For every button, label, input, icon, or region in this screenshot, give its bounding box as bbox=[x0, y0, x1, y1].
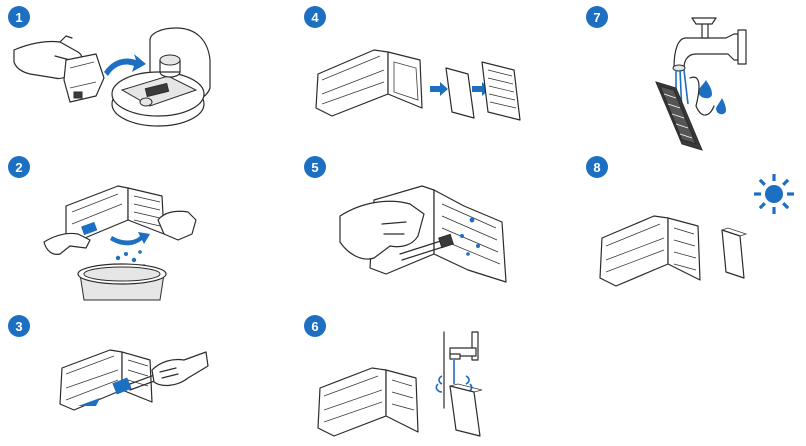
faucet-icon bbox=[443, 331, 479, 409]
step-8: 8 bbox=[578, 150, 806, 300]
sun-icon bbox=[754, 174, 794, 214]
step-4-illustration bbox=[315, 49, 521, 121]
hepa-filter-icon bbox=[481, 61, 521, 121]
step-number-badge: 4 bbox=[304, 6, 326, 28]
curved-arrow-icon bbox=[110, 232, 150, 246]
dust-bin-icon bbox=[65, 185, 165, 241]
water-drop-icon bbox=[689, 76, 726, 116]
step-number-badge: 1 bbox=[8, 6, 30, 28]
hand-icon bbox=[43, 210, 197, 255]
step-1-illustration bbox=[13, 27, 211, 127]
step-8-illustration bbox=[599, 174, 794, 287]
step-6-illustration bbox=[317, 331, 483, 437]
step-5-illustration bbox=[339, 185, 507, 283]
dust-bin-icon bbox=[317, 367, 419, 437]
dust-bin-icon bbox=[63, 53, 105, 103]
dust-bin-icon bbox=[59, 349, 153, 411]
step-2: 2 bbox=[0, 150, 240, 301]
step-number-badge: 6 bbox=[304, 315, 326, 337]
sponge-filter-icon bbox=[721, 227, 748, 279]
hand-icon bbox=[151, 351, 209, 387]
step-1: 1 bbox=[0, 0, 240, 150]
dust-bin-icon bbox=[315, 49, 423, 117]
curved-arrow-icon bbox=[104, 54, 146, 76]
robot-vacuum-icon bbox=[111, 27, 211, 127]
sponge-filter-icon bbox=[449, 383, 483, 437]
step-7: 7 bbox=[578, 0, 806, 151]
brush-icon bbox=[399, 217, 480, 261]
dust-bin-icon bbox=[599, 215, 701, 287]
step-number-badge: 2 bbox=[8, 156, 30, 178]
step-3: 3 bbox=[0, 312, 240, 446]
step-5: 5 bbox=[292, 150, 552, 300]
sponge-filter-icon bbox=[445, 67, 475, 119]
step-number-badge: 7 bbox=[586, 6, 608, 28]
trash-can-icon bbox=[77, 263, 167, 301]
step-number-badge: 5 bbox=[304, 156, 326, 178]
arrow-right-icon bbox=[430, 82, 448, 96]
step-6: 6 bbox=[292, 312, 552, 446]
step-7-illustration bbox=[655, 17, 747, 151]
step-number-badge: 8 bbox=[586, 156, 608, 178]
hepa-filter-icon bbox=[655, 81, 703, 151]
step-2-illustration bbox=[43, 185, 197, 301]
step-4: 4 bbox=[292, 0, 552, 150]
step-3-illustration bbox=[59, 349, 209, 411]
hand-icon bbox=[339, 200, 425, 260]
step-number-badge: 3 bbox=[8, 315, 30, 337]
tap-icon bbox=[672, 17, 747, 72]
